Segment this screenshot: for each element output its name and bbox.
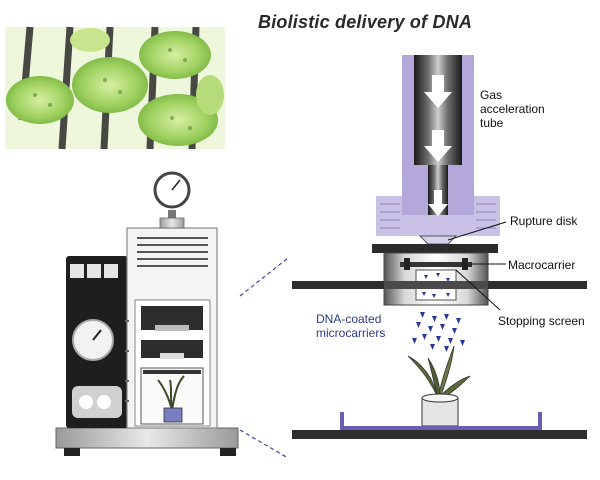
target-tray	[292, 412, 587, 439]
gas-tube-label-line-2: acceleration	[480, 102, 545, 116]
small-plant-icon	[157, 375, 185, 423]
down-arrow-icon	[424, 75, 452, 216]
petri-dish-icon	[421, 393, 459, 427]
diagram-title: Biolistic delivery of DNA	[258, 12, 473, 32]
dna-microcarriers-label-line-1: DNA-coated	[316, 312, 382, 326]
rupture-disk-pointer	[447, 221, 507, 241]
gas-tube-label-line-3: tube	[480, 116, 504, 130]
plant-icon	[407, 345, 471, 401]
dna-microcarriers-label: DNA-coated microcarriers	[316, 312, 385, 340]
rupture-plate	[372, 244, 498, 253]
rupture-disk	[418, 235, 458, 245]
gas-tube-label-line-1: Gas	[480, 88, 503, 102]
macrocarrier-label: Macrocarrier	[508, 258, 576, 272]
gas-acceleration-tube	[376, 55, 500, 236]
gene-gun-device	[55, 171, 239, 456]
stopping-screen-label: Stopping screen	[498, 314, 585, 328]
rupture-disk-label: Rupture disk	[510, 214, 578, 228]
zoom-connector-lines	[239, 257, 289, 459]
microcarrier-particles	[412, 312, 465, 352]
plant-tissue-photo	[5, 26, 225, 150]
dna-microcarriers-label-line-2: microcarriers	[316, 326, 386, 340]
stopping-screen-pointer	[455, 269, 501, 311]
macrocarrier-assembly	[383, 252, 489, 306]
gas-tube-label: Gas acceleration tube	[480, 88, 545, 130]
